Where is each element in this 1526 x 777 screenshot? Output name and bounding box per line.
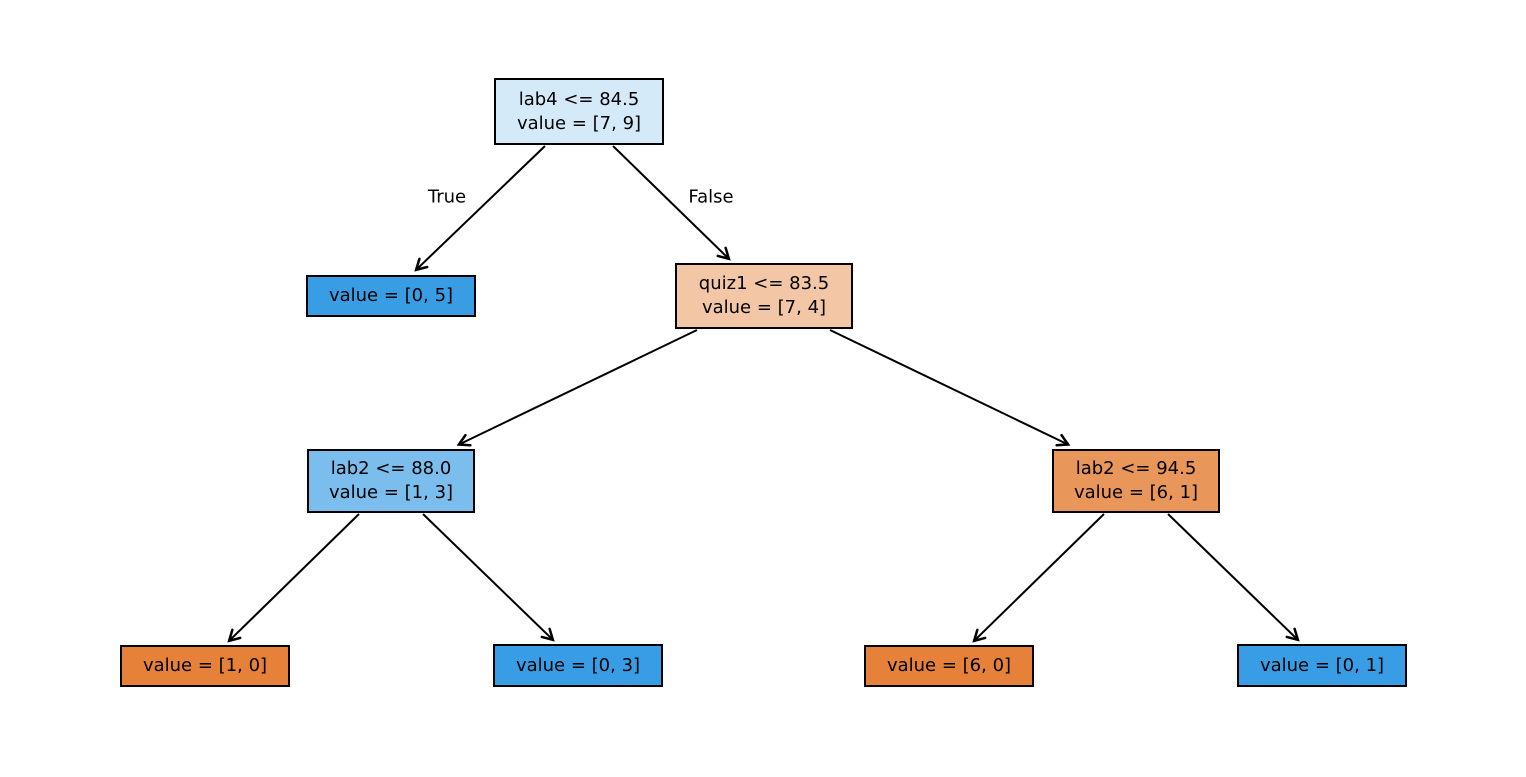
edge-lab2l-to-leaf10: [230, 513, 360, 640]
node-condition: lab4 <= 84.5: [518, 88, 640, 110]
edge-lab2l-to-leaf03: [422, 513, 552, 639]
edge-label-true: True: [427, 186, 467, 208]
node-condition: lab2 <= 88.0: [330, 458, 452, 480]
tree-leaf-6-0: value = [6, 0]: [864, 645, 1034, 687]
edge-lab2r-to-leaf60: [975, 513, 1105, 640]
node-value: value = [0, 5]: [328, 285, 454, 307]
node-value: value = [7, 4]: [701, 297, 827, 318]
edge-quiz1-to-lab2l: [460, 329, 698, 444]
node-value: value = [0, 1]: [1259, 654, 1385, 676]
node-value: value = [6, 0]: [886, 655, 1012, 677]
tree-node-lab2-right: lab2 <= 94.5 value = [6, 1]: [1052, 449, 1220, 513]
edge-quiz1-to-lab2r: [829, 329, 1067, 444]
tree-leaf-0-5: value = [0, 5]: [306, 275, 476, 317]
edge-root-to-leaf05: [417, 145, 546, 269]
tree-leaf-0-3: value = [0, 3]: [493, 644, 663, 687]
edge-lab2r-to-leaf01: [1167, 513, 1297, 639]
node-condition: lab2 <= 94.5: [1075, 458, 1197, 480]
tree-leaf-1-0: value = [1, 0]: [120, 645, 290, 687]
tree-node-quiz1: quiz1 <= 83.5 value = [7, 4]: [675, 263, 853, 329]
tree-leaf-0-1: value = [0, 1]: [1237, 644, 1407, 687]
node-condition: quiz1 <= 83.5: [698, 273, 830, 295]
edge-root-to-quiz1: [612, 145, 728, 258]
node-value: value = [1, 3]: [328, 482, 454, 503]
edge-label-false: False: [688, 186, 734, 208]
node-value: value = [1, 0]: [142, 655, 268, 677]
tree-node-lab2-left: lab2 <= 88.0 value = [1, 3]: [307, 449, 475, 513]
node-value: value = [7, 9]: [516, 112, 642, 134]
tree-node-root: lab4 <= 84.5 value = [7, 9]: [494, 78, 664, 145]
node-value: value = [0, 3]: [515, 654, 641, 676]
node-value: value = [6, 1]: [1073, 482, 1199, 503]
